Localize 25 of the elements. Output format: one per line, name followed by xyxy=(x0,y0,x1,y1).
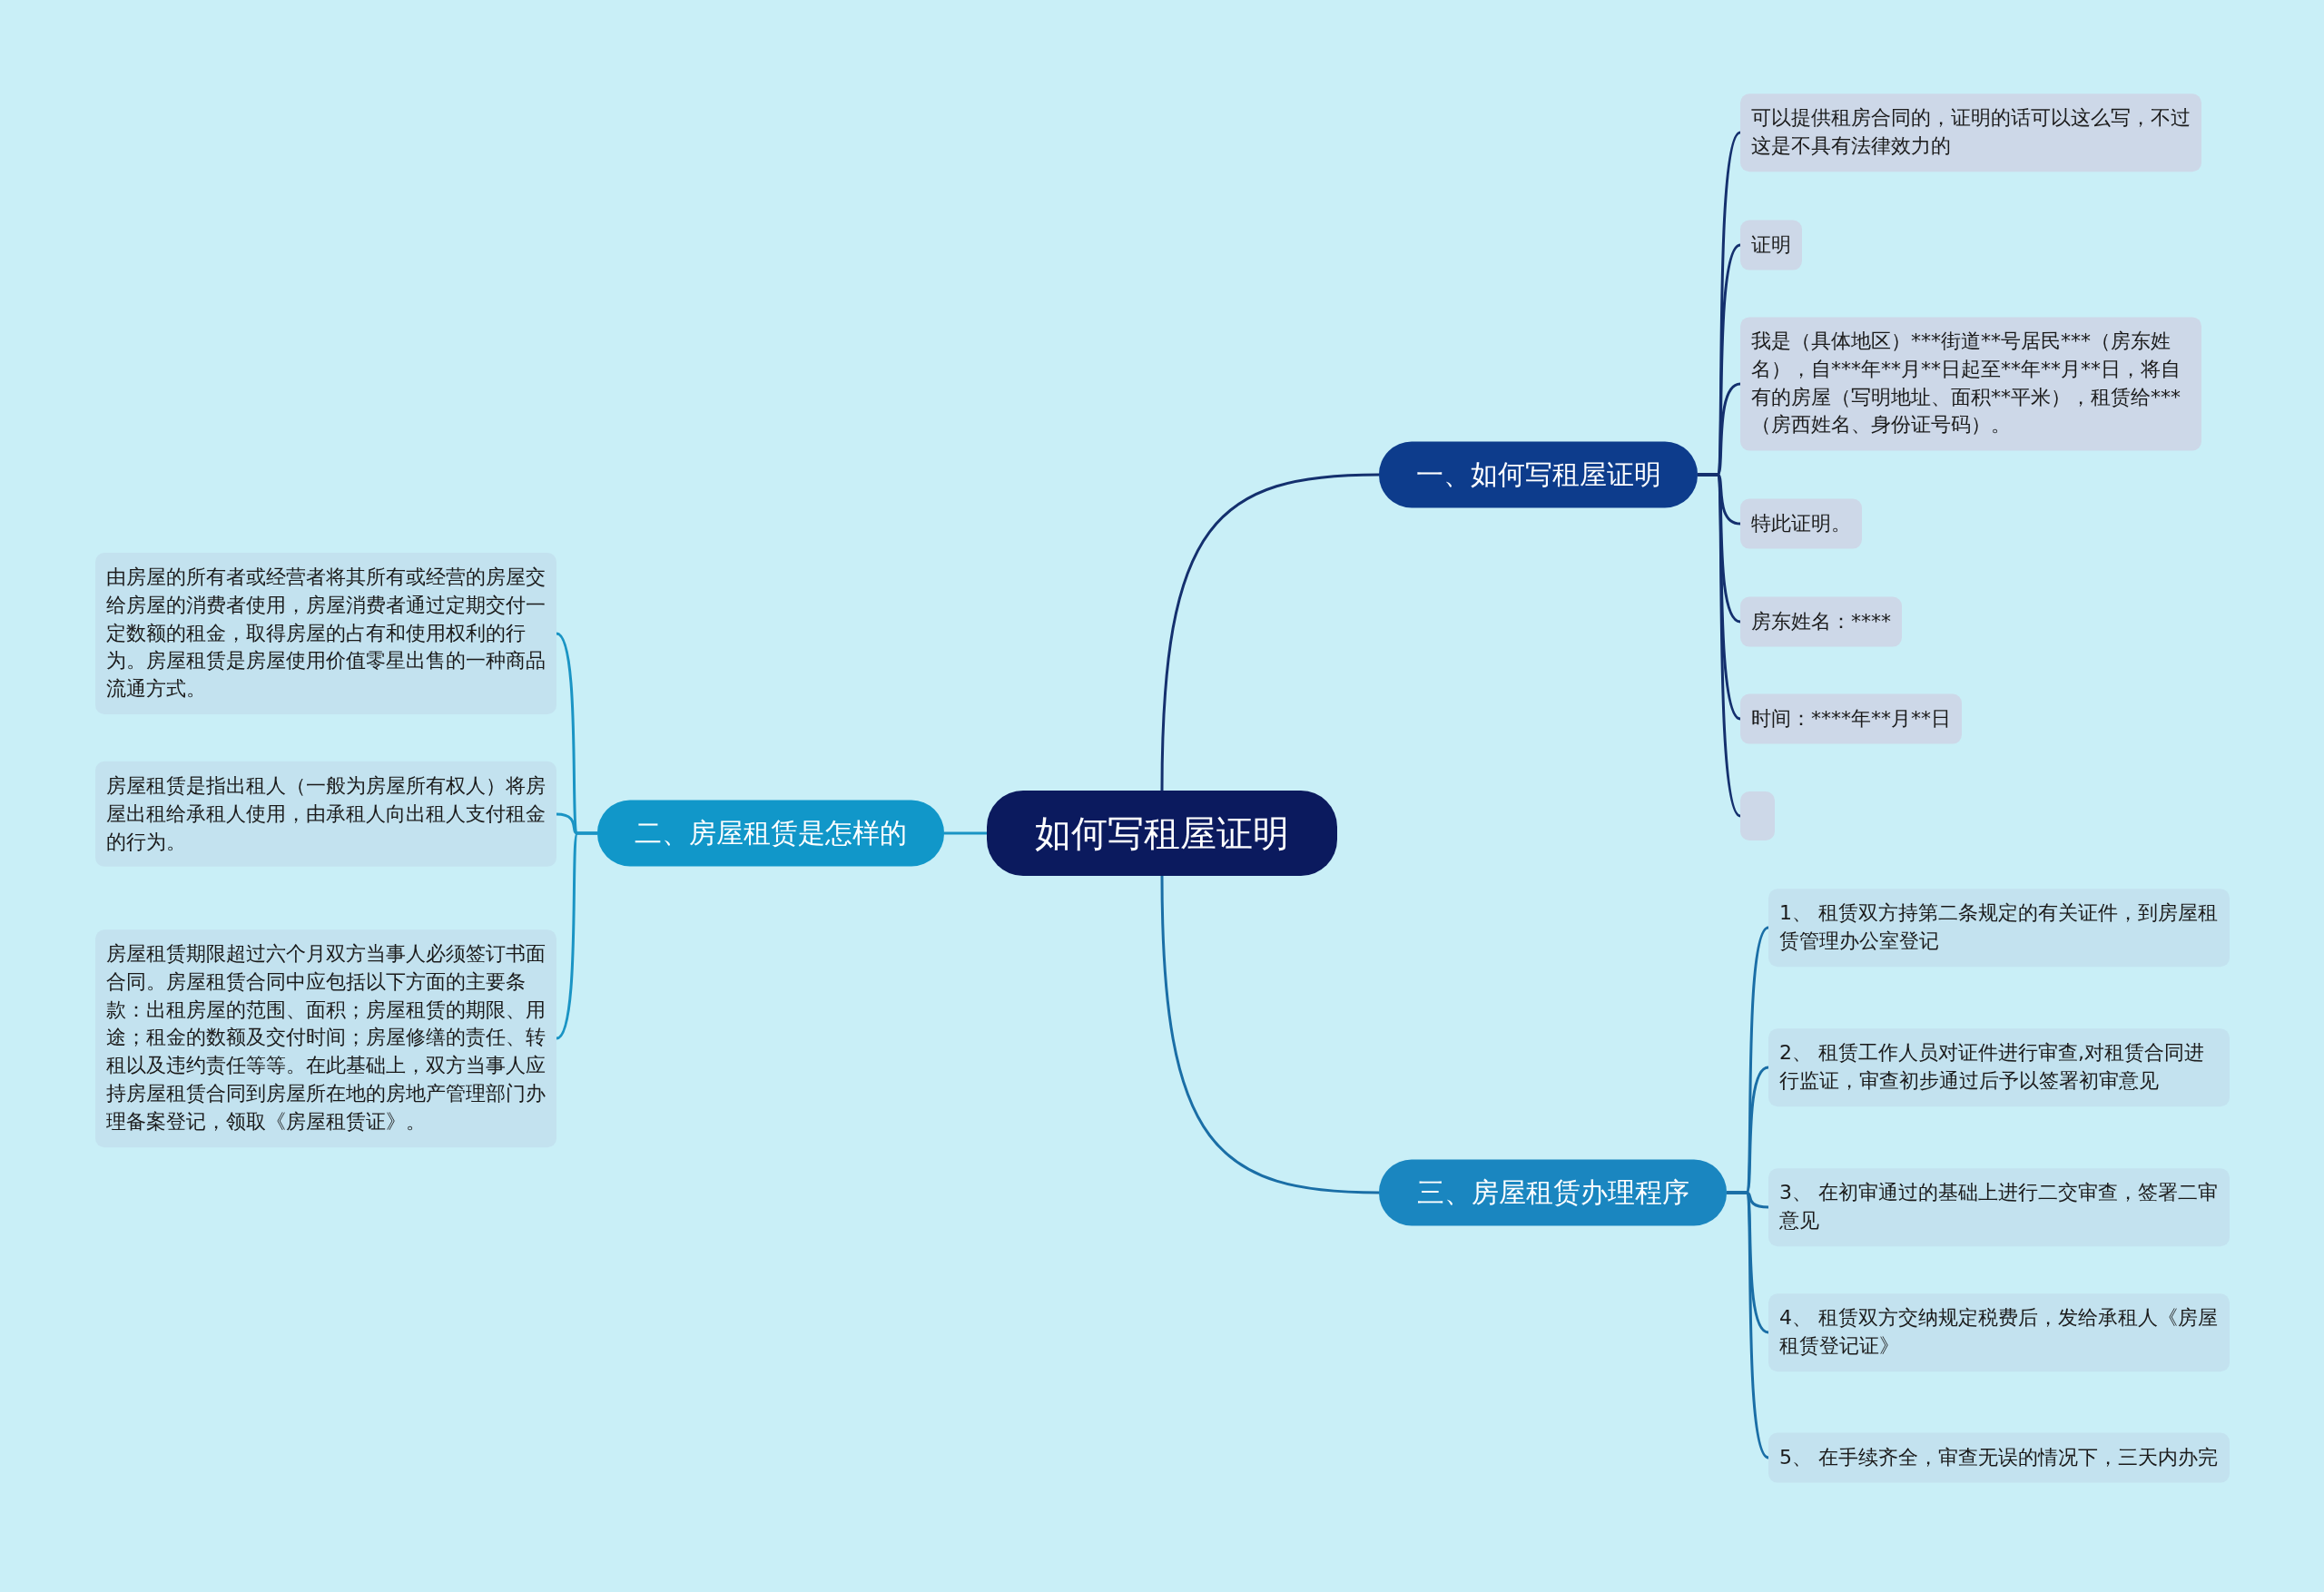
connector xyxy=(1727,1191,1769,1459)
note-box: 2、 租赁工作人员对证件进行审查,对租赁合同进行监证，审查初步通过后予以签署初审意见 xyxy=(1768,1028,2230,1106)
note-box: 证明 xyxy=(1740,220,1802,270)
note-box: 房东姓名：**** xyxy=(1740,596,1902,647)
note-box: 特此证明。 xyxy=(1740,498,1862,549)
connector xyxy=(1160,473,1380,791)
topic-box: 三、房屋租赁办理程序 xyxy=(1379,1159,1727,1226)
note-box: 房屋租赁是指出租人（一般为房屋所有权人）将房屋出租给承租人使用，由承租人向出租人支付租金的行为。 xyxy=(95,761,556,868)
note-box: 1、 租赁双方持第二条规定的有关证件，到房屋租赁管理办公室登记 xyxy=(1768,889,2230,967)
connector xyxy=(556,831,597,1040)
topic-box: 二、房屋租赁是怎样的 xyxy=(597,800,944,867)
note-box: 由房屋的所有者或经营者将其所有或经营的房屋交给房屋的消费者使用，房屋消费者通过定期交付一定数额的租金，取得房屋的占有和使用权利的行为。房屋租赁是房屋使用价值零星出售的一种商品流通方式。 xyxy=(95,553,556,714)
central-topic: 如何写租屋证明 xyxy=(987,791,1337,876)
connector xyxy=(1160,875,1380,1194)
note-box: 我是（具体地区）***街道**号居民***（房东姓名），自***年**月**日起至**年**月**日，将自有的房屋（写明地址、面积**平米），租赁给***（房西姓名、身份证号码）。 xyxy=(1740,317,2201,451)
connector xyxy=(944,831,987,835)
connector xyxy=(1698,473,1742,817)
note-box: 3、 在初审通过的基础上进行二交审查，签署二审意见 xyxy=(1768,1168,2230,1246)
note-box: 房屋租赁期限超过六个月双方当事人必须签订书面合同。房屋租赁合同中应包括以下方面的主要条款：出租房屋的范围、面积；房屋租赁的期限、用途；租金的数额及交付时间；房屋修缮的责任、转租以及违约责任等等。在此基础上，双方当事人应持房屋租赁合同到房屋所在地的房地产管理部门办理备案登记，领取《房屋租赁证》。 xyxy=(95,929,556,1147)
topic-box: 一、如何写租屋证明 xyxy=(1379,441,1698,508)
note-box: 可以提供租房合同的，证明的话可以这么写，不过这是不具有法律效力的 xyxy=(1740,93,2201,172)
empty-box xyxy=(1740,791,1775,840)
note-box: 时间：****年**月**日 xyxy=(1740,693,1962,744)
note-box: 5、 在手续齐全，审查无误的情况下，三天内办完 xyxy=(1768,1432,2230,1483)
note-box: 4、 租赁双方交纳规定税费后，发给承租人《房屋租赁登记证》 xyxy=(1768,1293,2230,1371)
